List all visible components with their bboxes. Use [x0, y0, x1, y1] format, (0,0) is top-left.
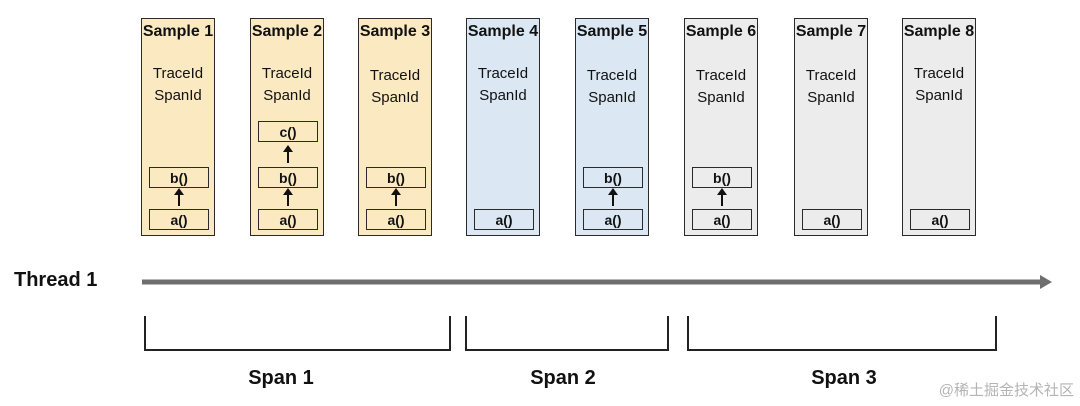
sample-title: Sample 6: [685, 23, 757, 40]
trace-id-label: TraceId: [369, 67, 421, 84]
stack-frame-b: b(): [149, 167, 209, 188]
arrow-up-icon: [391, 188, 401, 206]
arrow-up-icon: [608, 188, 618, 206]
stack-frame-a: a(): [802, 209, 862, 230]
arrow-up-icon: [283, 188, 293, 206]
span-2-bracket: [465, 316, 669, 351]
stack-frame-a: a(): [258, 209, 318, 230]
arrow-up-icon: [717, 188, 727, 206]
arrow-up-icon: [283, 145, 293, 163]
span-id-label: SpanId: [479, 87, 527, 104]
stack-frame-a: a(): [366, 209, 426, 230]
stack-frame-a: a(): [474, 209, 534, 230]
span-id-label: SpanId: [588, 89, 636, 106]
span-1-bracket: [144, 316, 451, 351]
sample-6-card: Sample 6 TraceId SpanId b() a(): [684, 18, 758, 236]
stack-frame-b: b(): [583, 167, 643, 188]
trace-id-label: TraceId: [261, 65, 313, 82]
trace-id-label: TraceId: [477, 65, 529, 82]
watermark: @稀土掘金技术社区: [938, 382, 1074, 399]
span-id-label: SpanId: [915, 87, 963, 104]
stack-frame-c: c(): [258, 121, 318, 142]
trace-id-label: TraceId: [152, 65, 204, 82]
stack-frame-b: b(): [366, 167, 426, 188]
stack-frame-b: b(): [692, 167, 752, 188]
sample-title: Sample 8: [903, 23, 975, 40]
thread-label: Thread 1: [14, 269, 98, 291]
sample-title: Sample 7: [795, 23, 867, 40]
trace-id-label: TraceId: [695, 67, 747, 84]
stack-frame-a: a(): [149, 209, 209, 230]
stack-frame-b: b(): [258, 167, 318, 188]
sample-title: Sample 5: [576, 23, 648, 40]
span-2-label: Span 2: [530, 367, 596, 389]
stack-frame-a: a(): [692, 209, 752, 230]
sample-4-card: Sample 4 TraceId SpanId a(): [466, 18, 540, 236]
timeline-arrowhead: [1040, 275, 1052, 289]
stack-frame-a: a(): [583, 209, 643, 230]
span-id-label: SpanId: [697, 89, 745, 106]
span-id-label: SpanId: [807, 89, 855, 106]
span-id-label: SpanId: [154, 87, 202, 104]
span-3-label: Span 3: [811, 367, 877, 389]
sample-5-card: Sample 5 TraceId SpanId b() a(): [575, 18, 649, 236]
span-id-label: SpanId: [371, 89, 419, 106]
sample-1-card: Sample 1 TraceId SpanId b() a(): [141, 18, 215, 236]
sample-title: Sample 2: [251, 23, 323, 40]
span-3-bracket: [687, 316, 997, 351]
sample-title: Sample 3: [359, 23, 431, 40]
sample-3-card: Sample 3 TraceId SpanId b() a(): [358, 18, 432, 236]
sample-8-card: Sample 8 TraceId SpanId a(): [902, 18, 976, 236]
arrow-up-icon: [174, 188, 184, 206]
trace-id-label: TraceId: [913, 65, 965, 82]
sample-title: Sample 4: [467, 23, 539, 40]
sample-2-card: Sample 2 TraceId SpanId c() b() a(): [250, 18, 324, 236]
trace-id-label: TraceId: [805, 67, 857, 84]
stack-frame-a: a(): [910, 209, 970, 230]
span-1-label: Span 1: [248, 367, 314, 389]
sample-title: Sample 1: [142, 23, 214, 40]
sample-7-card: Sample 7 TraceId SpanId a(): [794, 18, 868, 236]
span-id-label: SpanId: [263, 87, 311, 104]
trace-id-label: TraceId: [586, 67, 638, 84]
